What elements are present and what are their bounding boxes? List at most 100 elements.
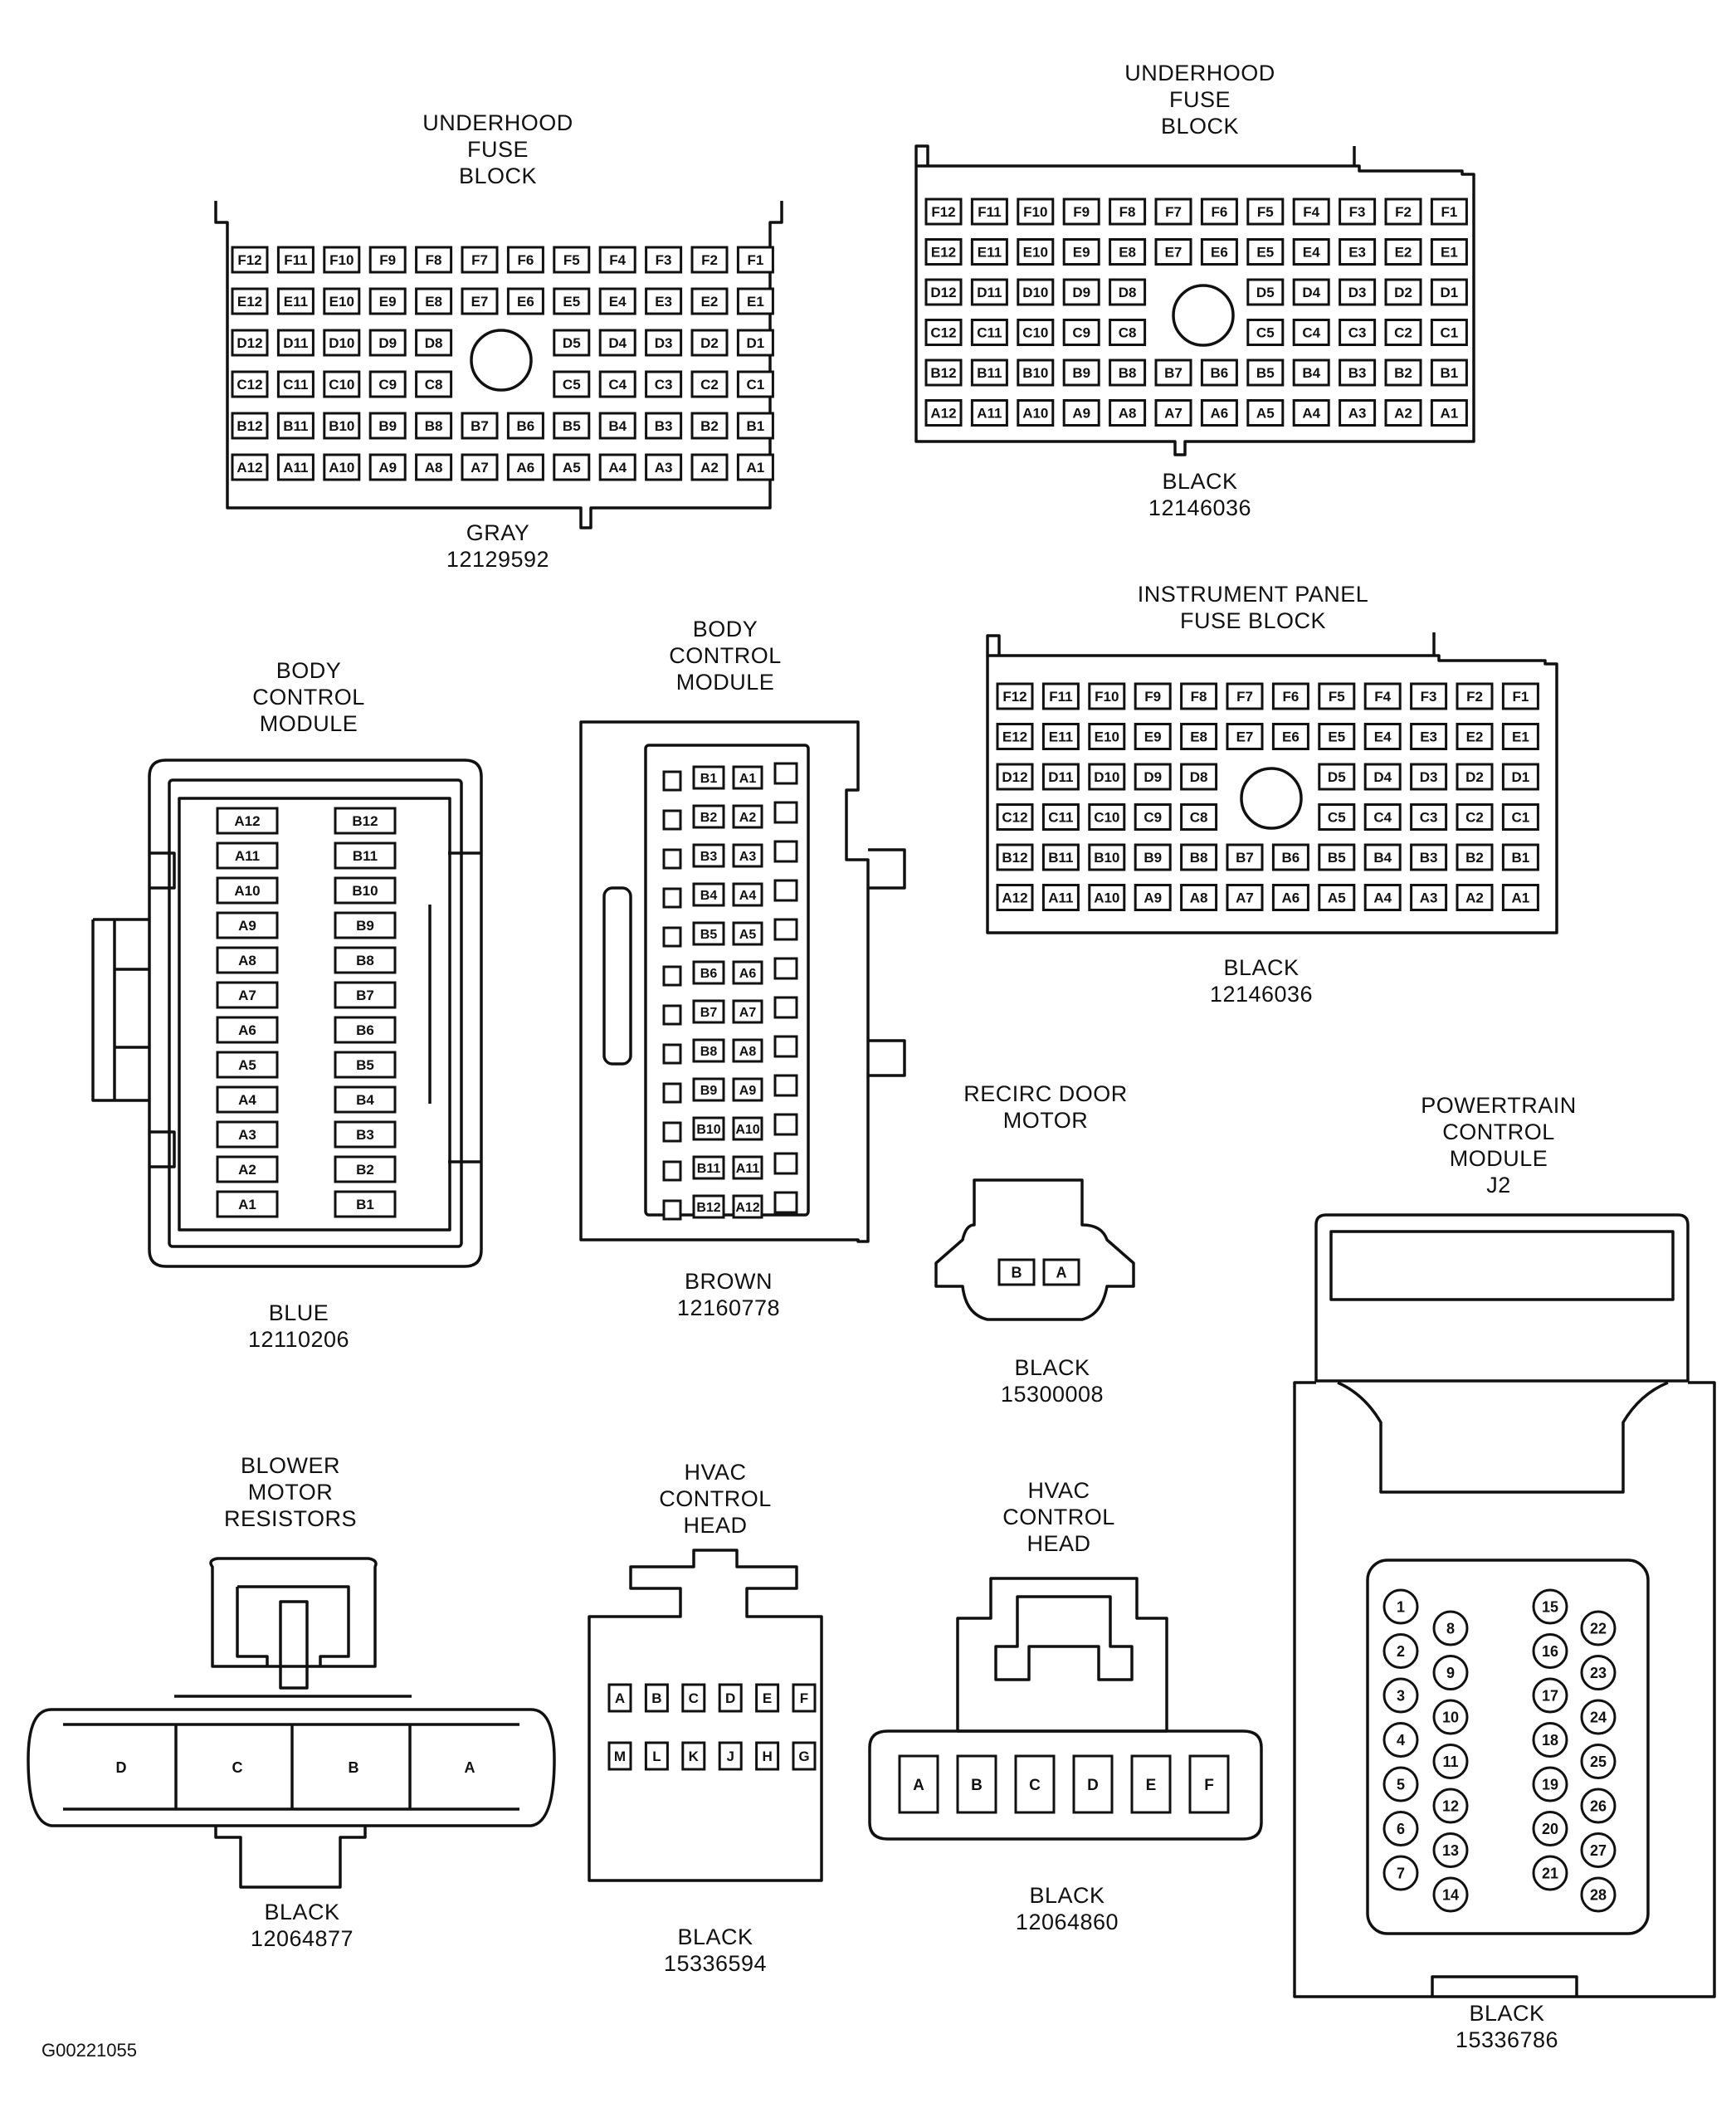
uh_gray-pin-C9: C9 [368,370,407,398]
uh_black-pin-F6: F6 [1200,198,1238,226]
uh_gray-pin-E4: E4 [598,287,636,315]
svg-text:B2: B2 [356,1162,374,1178]
uh_black-pin-B5: B5 [1246,359,1285,387]
svg-text:B6: B6 [356,1022,374,1038]
svg-text:B4: B4 [608,418,627,434]
uh_gray-pin-A8: A8 [415,453,453,481]
svg-text:B2: B2 [700,811,718,825]
bcm-brown-pin-B11: B11 [692,1155,725,1180]
svg-text:C10: C10 [1094,810,1119,826]
svg-text:F12: F12 [1002,689,1026,705]
svg-text:D3: D3 [655,335,673,351]
svg-text:A11: A11 [1048,890,1073,906]
pcm-pin-18: 18 [1532,1722,1568,1758]
ip_black-pin-A5: A5 [1318,884,1356,911]
uh_black-pin-B6: B6 [1200,359,1238,387]
bcm-brown-cavity-r2 [773,840,798,863]
uh_black-pin-F7: F7 [1154,198,1192,226]
svg-text:A1: A1 [238,1197,256,1212]
ip_black-pin-A10: A10 [1088,884,1126,911]
svg-text:F4: F4 [1303,204,1319,220]
svg-text:C4: C4 [1302,325,1320,341]
pcm-pin-15: 15 [1532,1588,1568,1625]
svg-text:A3: A3 [1420,890,1438,906]
svg-text:E3: E3 [1348,245,1366,261]
ip_black-pin-C10: C10 [1088,803,1126,831]
uh_black-pin-C12: C12 [924,319,963,346]
svg-text:B1: B1 [700,772,718,786]
svg-text:L: L [652,1749,661,1764]
svg-text:F1: F1 [747,252,763,268]
svg-text:C2: C2 [1465,810,1484,826]
uh_black-pin-E11: E11 [970,238,1008,266]
svg-text:7: 7 [1397,1865,1405,1881]
svg-text:B4: B4 [356,1092,374,1108]
ip_black-pin-D1: D1 [1501,763,1539,791]
svg-text:F9: F9 [379,252,396,268]
svg-text:14: 14 [1442,1886,1459,1903]
bcm-brown-pin-A4: A4 [732,882,763,907]
svg-text:F4: F4 [1374,689,1391,705]
svg-text:A: A [913,1777,924,1794]
svg-text:B12: B12 [237,418,262,434]
ip_black-pin-E2: E2 [1456,723,1494,750]
bcm-blue-pin-A10: A10 [216,876,279,905]
svg-text:C2: C2 [700,377,719,393]
svg-text:E7: E7 [1236,729,1254,745]
svg-text:A12: A12 [930,406,956,422]
bcm-brown-cavity-r8 [773,1074,798,1097]
svg-text:C: C [232,1759,243,1776]
pcm-pin-1: 1 [1382,1588,1419,1625]
ip_black-pin-B1: B1 [1501,843,1539,871]
bcm-brown-cavity-11 [662,1199,682,1221]
svg-text:D10: D10 [329,335,354,351]
svg-text:E2: E2 [1395,245,1412,261]
svg-text:E10: E10 [329,294,354,310]
uh_gray-pin-C8: C8 [415,370,453,398]
uh_gray-pin-B12: B12 [231,412,269,440]
uh_black-pin-A3: A3 [1339,399,1377,427]
bcm-brown-cavity-2 [662,848,682,870]
uh_black-pin-C2: C2 [1384,319,1422,346]
svg-text:A12: A12 [1002,890,1027,906]
svg-text:B5: B5 [356,1057,374,1073]
svg-text:D8: D8 [1119,285,1137,300]
svg-text:E12: E12 [237,294,262,310]
bcm-brown-pin-B10: B10 [692,1116,725,1141]
svg-text:B1: B1 [1512,850,1530,866]
svg-text:D: D [116,1759,127,1776]
svg-text:C9: C9 [1144,810,1162,826]
svg-text:A6: A6 [517,460,535,476]
svg-text:D2: D2 [700,335,719,351]
pcm-pin-27: 27 [1580,1832,1617,1868]
bcm-blue-right-ribs [428,851,481,1163]
hvac2-latch [994,1595,1134,1681]
uh_gray-pin-F10: F10 [323,246,361,274]
uh_black-pin-E7: E7 [1154,238,1192,266]
svg-text:16: 16 [1542,1643,1558,1660]
svg-text:B6: B6 [1282,850,1300,866]
pcm-pin-field [1366,1558,1650,1935]
uh_black-pin-C5: C5 [1246,319,1285,346]
svg-text:B5: B5 [1328,850,1346,866]
bcm-blue-pin-B2: B2 [334,1155,397,1183]
uh_black-pin-B7: B7 [1154,359,1192,387]
svg-text:D4: D4 [1373,769,1392,785]
svg-text:B1: B1 [356,1197,374,1212]
bcm-brown-slot [602,886,632,1066]
uh-black-center-hole [1172,284,1235,347]
pcm-pin-24: 24 [1580,1699,1617,1735]
uh_gray-pin-B7: B7 [461,412,499,440]
svg-text:A8: A8 [238,953,256,968]
svg-text:E10: E10 [1095,729,1119,745]
svg-text:F8: F8 [1119,204,1136,220]
bcm-brown-pin-B2: B2 [692,804,725,829]
svg-text:F11: F11 [1049,689,1072,705]
ip_black-pin-F3: F3 [1410,682,1448,710]
svg-text:B10: B10 [1022,365,1048,381]
svg-text:B5: B5 [700,928,718,942]
hvac2-housing [868,1729,1263,1841]
svg-text:A6: A6 [238,1022,256,1038]
bcm-brown-cavity-10 [662,1160,682,1182]
svg-text:A4: A4 [1302,406,1320,422]
